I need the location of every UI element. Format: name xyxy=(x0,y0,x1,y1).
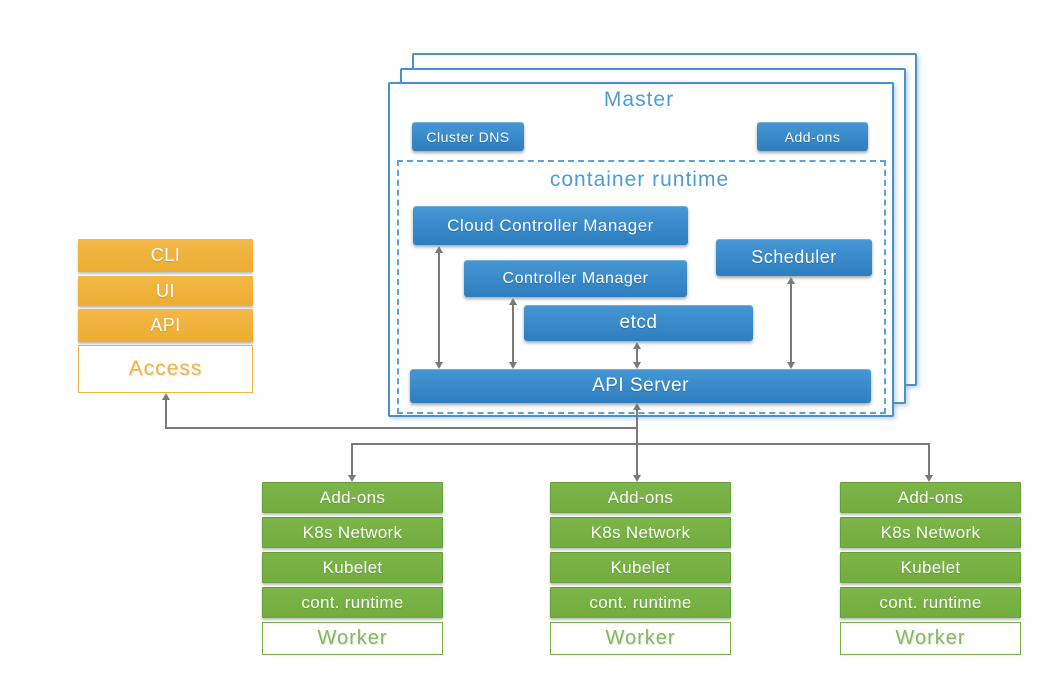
access-label-box: Access xyxy=(78,345,253,393)
master-title: Master xyxy=(603,88,675,111)
worker-row-k8s-network: K8s Network xyxy=(262,517,443,548)
etcd-box: etcd xyxy=(524,305,753,341)
master-addons-box: Add-ons xyxy=(757,122,868,151)
cluster-dns-box: Cluster DNS xyxy=(412,122,524,151)
worker-row-addons: Add-ons xyxy=(840,482,1021,513)
scheduler-box: Scheduler xyxy=(716,239,872,276)
container-runtime-title: container runtime xyxy=(549,168,730,191)
arrow-worker-1-down xyxy=(348,475,356,482)
worker-row-cont-runtime: cont. runtime xyxy=(550,587,731,618)
api-server-box: API Server xyxy=(410,369,871,403)
worker-row-cont-runtime: cont. runtime xyxy=(840,587,1021,618)
worker-label-box: Worker xyxy=(550,622,731,655)
worker-row-kubelet: Kubelet xyxy=(840,552,1021,583)
access-row-api: API xyxy=(78,309,253,342)
worker-row-addons: Add-ons xyxy=(262,482,443,513)
worker-row-k8s-network: K8s Network xyxy=(840,517,1021,548)
container-runtime-box xyxy=(397,160,886,414)
cloud-controller-manager-box: Cloud Controller Manager xyxy=(413,206,688,245)
worker-row-k8s-network: K8s Network xyxy=(550,517,731,548)
worker-row-kubelet: Kubelet xyxy=(550,552,731,583)
worker-row-addons: Add-ons xyxy=(550,482,731,513)
arrow-worker-3-down xyxy=(925,475,933,482)
worker-row-cont-runtime: cont. runtime xyxy=(262,587,443,618)
worker-label-box: Worker xyxy=(262,622,443,655)
controller-manager-box: Controller Manager xyxy=(464,260,687,297)
worker-row-kubelet: Kubelet xyxy=(262,552,443,583)
access-row-cli: CLI xyxy=(78,239,253,272)
access-row-ui: UI xyxy=(78,276,253,306)
worker-label-box: Worker xyxy=(840,622,1021,655)
